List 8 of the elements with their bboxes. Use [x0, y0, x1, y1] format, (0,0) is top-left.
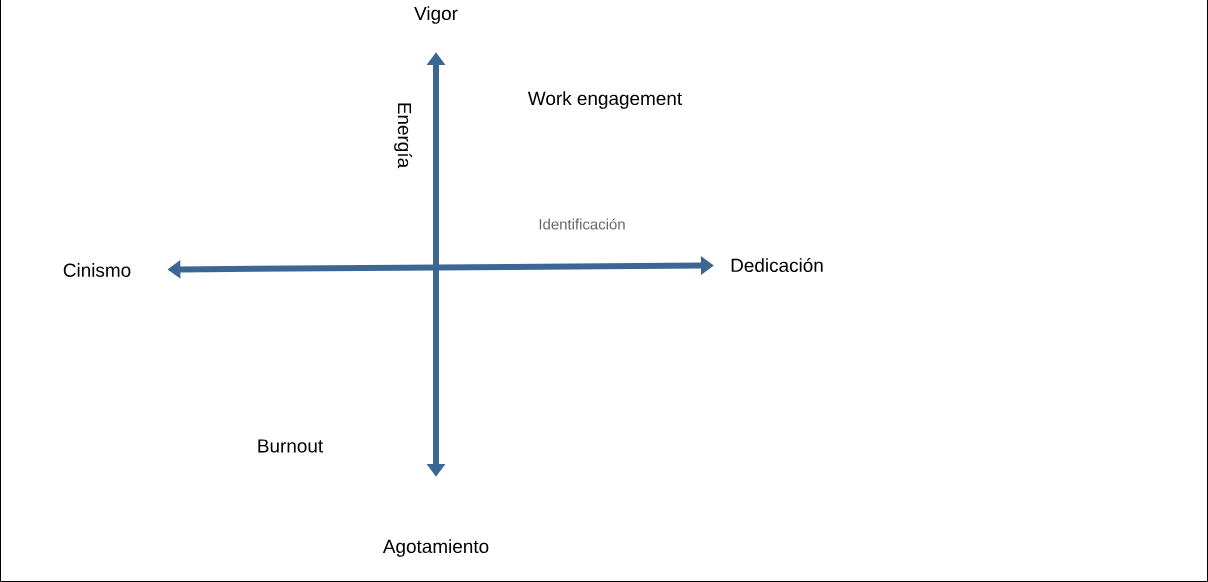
axis-end-label: Dedicación [731, 257, 823, 273]
axis-end-label: Vigor [414, 6, 458, 24]
rotated-label: Energía [394, 103, 412, 169]
axis-end-label: Cinismo [63, 263, 131, 277]
quadrant-label: Work engagement [527, 91, 682, 109]
quadrant-label: Burnout [258, 439, 323, 453]
axis-end-label: Agotamiento [382, 539, 489, 557]
axis-label: Identificación [539, 218, 625, 230]
